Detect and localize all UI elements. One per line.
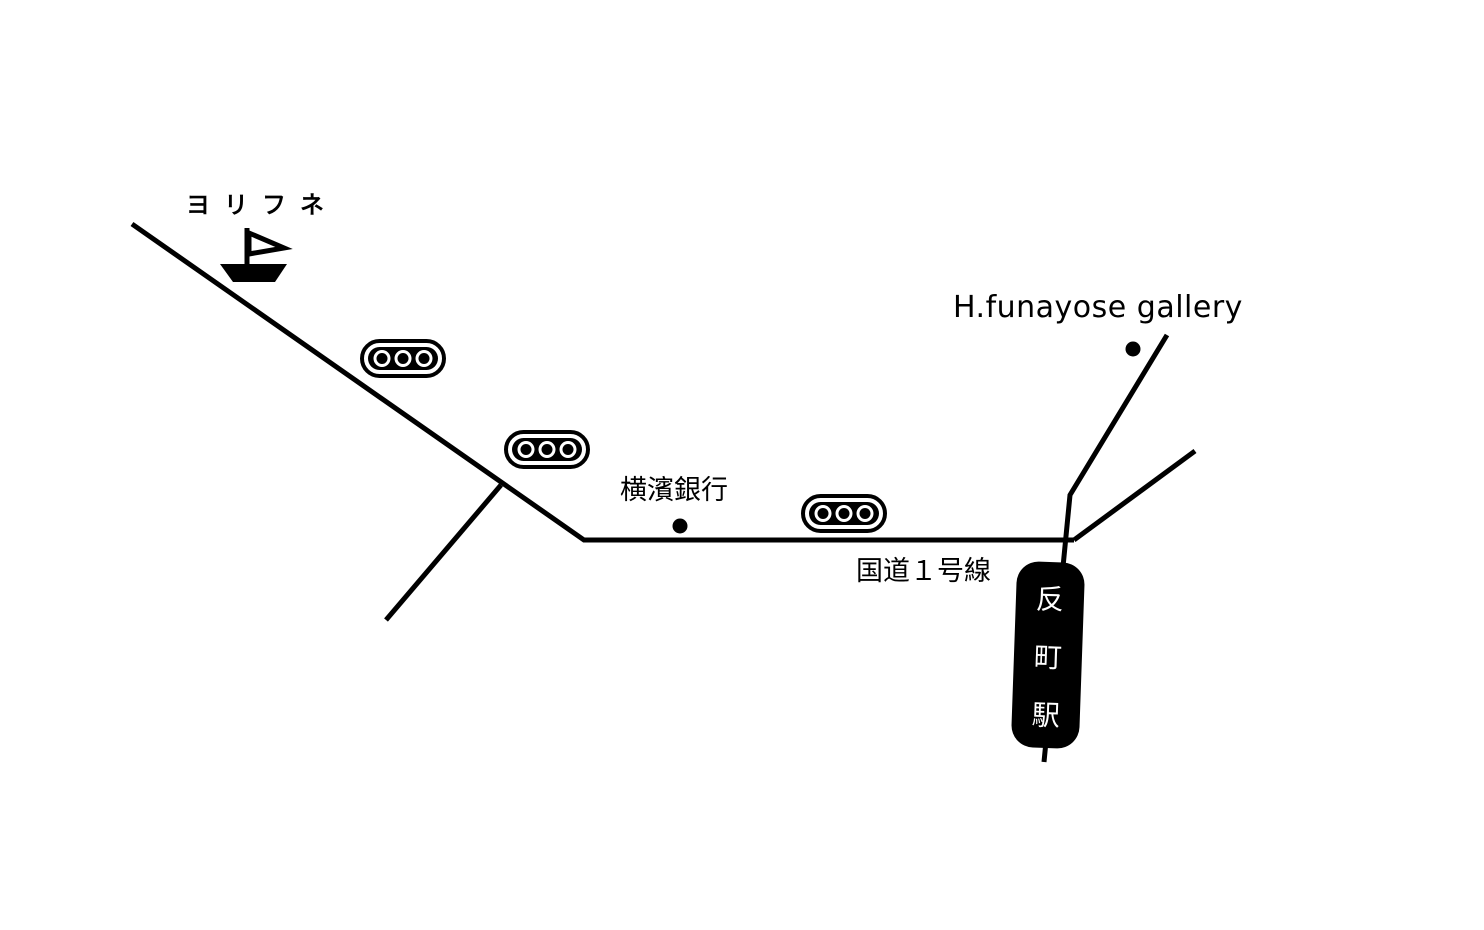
station-marker: 反 町 駅	[1010, 560, 1086, 750]
location-dot-icon	[1125, 341, 1141, 357]
side-road-southwest	[384, 483, 503, 622]
station-name-char: 町	[1033, 640, 1063, 675]
traffic-light-icon	[801, 494, 887, 533]
traffic-light-icon	[360, 339, 446, 378]
traffic-light-icon	[504, 430, 590, 469]
location-dot-icon	[672, 518, 688, 534]
yorifune-label: ヨリフネ	[186, 190, 338, 219]
road-northeast	[1072, 448, 1197, 543]
station-name-char: 反	[1035, 582, 1065, 617]
gallery-label: H.funayose gallery	[953, 290, 1243, 325]
route-label: 国道１号線	[856, 556, 991, 587]
main-road	[130, 221, 1074, 543]
station-name-char: 駅	[1031, 698, 1061, 733]
bank-label: 横濱銀行	[620, 475, 728, 506]
sailboat-icon	[220, 228, 293, 282]
